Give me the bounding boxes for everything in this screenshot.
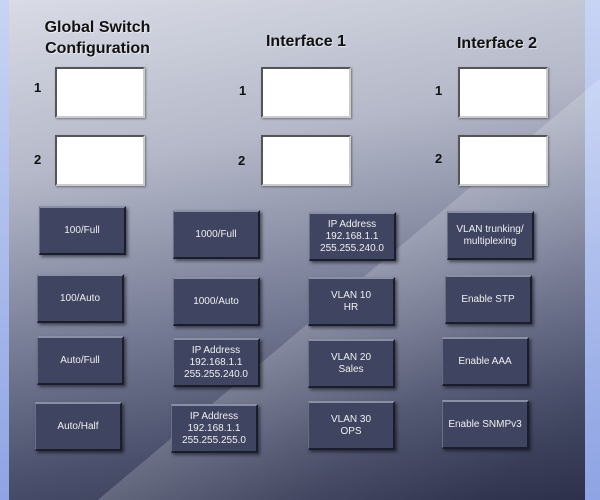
heading-interface-2: Interface 2 [456, 35, 538, 52]
option-auto-half[interactable]: Auto/Half [35, 402, 122, 451]
option-ip-255[interactable]: IP Address 192.168.1.1 255.255.255.0 [171, 404, 258, 453]
global-slot-2-label: 2 [34, 152, 42, 167]
option-vlan-10-hr[interactable]: VLAN 10 HR [308, 277, 395, 326]
interface2-drop-slot-2[interactable] [458, 135, 548, 186]
option-1000-auto[interactable]: 1000/Auto [173, 277, 260, 326]
option-vlan-30-ops[interactable]: VLAN 30 OPS [308, 401, 395, 450]
interface1-slot-1-label: 1 [239, 83, 247, 98]
option-vlan-20-sales[interactable]: VLAN 20 Sales [308, 339, 395, 388]
interface2-slot-2-label: 2 [435, 151, 443, 166]
option-vlan-trunking[interactable]: VLAN trunking/ multiplexing [447, 211, 534, 260]
option-ip-240-b[interactable]: IP Address 192.168.1.1 255.255.240.0 [309, 212, 396, 261]
right-border [585, 0, 600, 500]
option-100-full[interactable]: 100/Full [39, 206, 126, 255]
global-drop-slot-1[interactable] [55, 67, 145, 118]
interface1-drop-slot-2[interactable] [261, 135, 351, 186]
heading-interface-1: Interface 1 [265, 33, 347, 50]
interface2-slot-1-label: 1 [435, 83, 443, 98]
interface1-slot-2-label: 2 [238, 153, 246, 168]
heading-global-config: Global Switch Configuration [44, 19, 151, 57]
interface1-drop-slot-1[interactable] [261, 67, 351, 118]
left-border [0, 0, 9, 500]
option-ip-240-a[interactable]: IP Address 192.168.1.1 255.255.240.0 [173, 338, 260, 387]
option-auto-full[interactable]: Auto/Full [37, 336, 124, 385]
global-slot-1-label: 1 [34, 80, 42, 95]
global-drop-slot-2[interactable] [55, 135, 145, 186]
option-100-auto[interactable]: 100/Auto [37, 274, 124, 323]
option-1000-full[interactable]: 1000/Full [173, 210, 260, 259]
option-enable-aaa[interactable]: Enable AAA [442, 337, 529, 386]
option-enable-snmpv3[interactable]: Enable SNMPv3 [442, 400, 529, 449]
interface2-drop-slot-1[interactable] [458, 67, 548, 118]
option-enable-stp[interactable]: Enable STP [445, 275, 532, 324]
